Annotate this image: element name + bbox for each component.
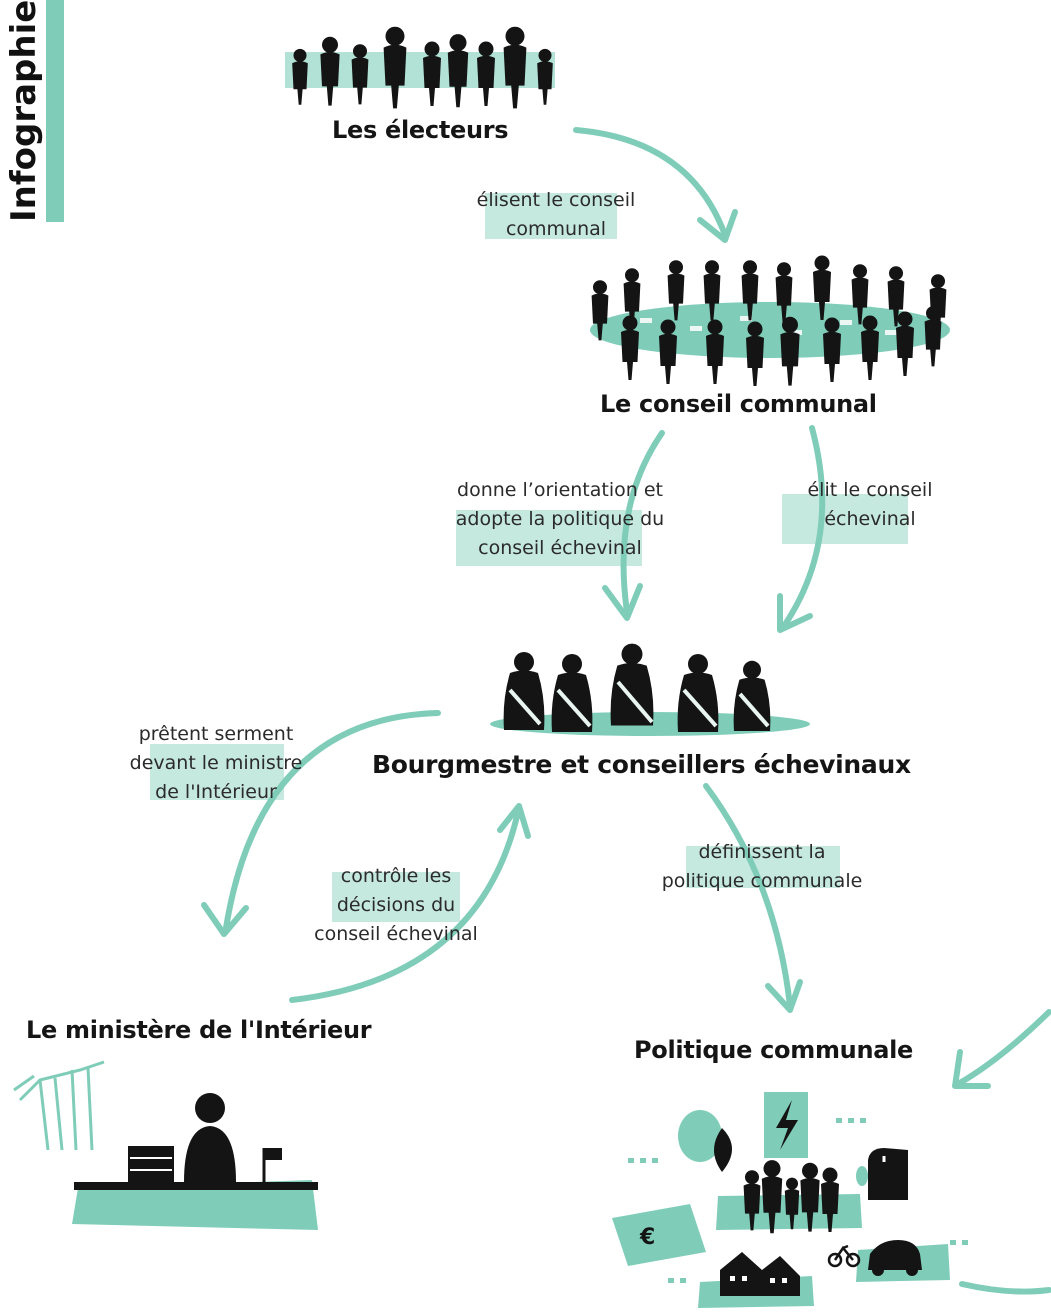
arrow-outgoing-bottom bbox=[959, 1281, 1051, 1295]
edge-council-elects-label: élit le conseil échevinal bbox=[780, 476, 960, 534]
edge-label-line: contrôle les bbox=[340, 865, 452, 887]
euro-icon: € bbox=[639, 1225, 655, 1250]
aldermen-with-sashes-icon bbox=[490, 643, 810, 736]
edge-council-orientation-label: donne l’orientation et adopte la politiq… bbox=[432, 476, 688, 563]
edge-label-line: élisent le conseil bbox=[476, 189, 636, 211]
side-tab-accent-bar bbox=[46, 0, 64, 222]
arrow-control bbox=[289, 803, 531, 1003]
edge-label-line: politique communale bbox=[661, 870, 863, 892]
edge-voters-to-council-label: élisent le conseil communal bbox=[456, 186, 656, 244]
edge-label-line: échevinal bbox=[824, 508, 916, 530]
edge-label-line: conseil échevinal bbox=[478, 537, 642, 559]
arrow-council-elects bbox=[777, 425, 826, 633]
node-voters-label: Les électeurs bbox=[332, 116, 509, 144]
arrow-oath bbox=[201, 710, 441, 937]
edge-label-line: décisions du bbox=[336, 894, 456, 916]
edge-define-policy-label: définissent la politique communale bbox=[640, 838, 884, 896]
arrow-incoming-right bbox=[952, 1009, 1051, 1089]
arrow-voters-to-council bbox=[573, 127, 738, 243]
ministry-desk-icon bbox=[13, 1060, 318, 1230]
highlight-voters-to-council bbox=[485, 193, 617, 239]
arrow-define-policy bbox=[703, 783, 803, 1013]
node-college-label: Bourgmestre et conseillers échevinaux bbox=[372, 750, 911, 779]
edge-label-line: conseil échevinal bbox=[314, 923, 478, 945]
edge-label-line: adopte la politique du bbox=[455, 508, 665, 530]
highlight-define-policy bbox=[686, 846, 840, 888]
edge-label-line: prêtent serment bbox=[138, 723, 294, 745]
highlight-control bbox=[332, 872, 460, 922]
highlight-council-elects bbox=[782, 494, 908, 544]
edge-control-label: contrôle les décisions du conseil échevi… bbox=[296, 862, 496, 949]
edge-label-line: définissent la bbox=[698, 841, 826, 863]
municipal-services-icon: € bbox=[612, 1092, 968, 1308]
edge-label-line: donne l’orientation et bbox=[457, 479, 663, 501]
node-council-label: Le conseil communal bbox=[600, 390, 877, 418]
edge-label-line: élit le conseil bbox=[807, 479, 933, 501]
voters-crowd-icon bbox=[285, 26, 555, 109]
edge-label-line: de l'Intérieur bbox=[155, 781, 277, 803]
side-tab: Infographie bbox=[0, 0, 66, 222]
edge-label-line: communal bbox=[505, 218, 607, 240]
highlight-council-orientation bbox=[456, 510, 642, 566]
edge-label-line: devant le ministre bbox=[129, 752, 303, 774]
arrow-council-orientation bbox=[602, 430, 665, 621]
edge-oath-label: prêtent serment devant le ministre de l'… bbox=[104, 720, 328, 807]
highlight-oath bbox=[150, 744, 284, 800]
council-circle-icon bbox=[590, 255, 950, 386]
node-ministry-label: Le ministère de l'Intérieur bbox=[26, 1016, 372, 1044]
node-policy-label: Politique communale bbox=[634, 1036, 914, 1064]
